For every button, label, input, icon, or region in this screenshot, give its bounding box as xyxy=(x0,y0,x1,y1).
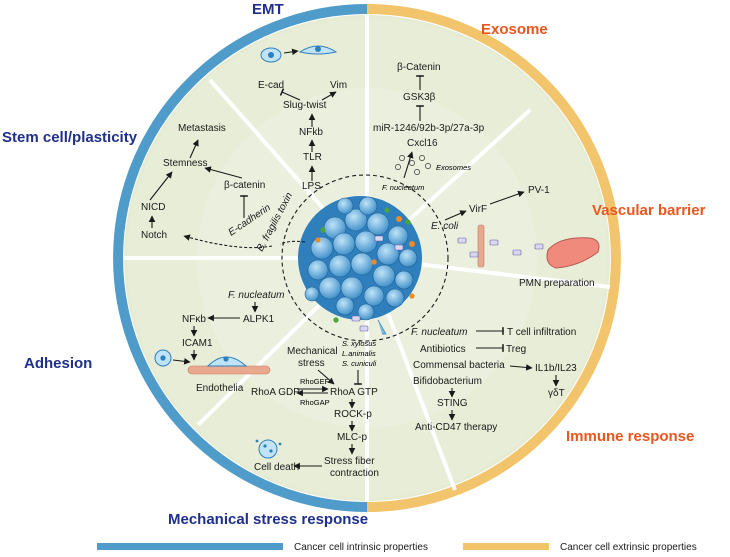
legend-extrinsic-swatch xyxy=(463,543,549,550)
exosome-panel: β-Catenin GSK3β miR-1246/92b-3p/27a-3p C… xyxy=(373,62,485,192)
mech-celldeath: Cell death xyxy=(254,462,299,473)
exo-gsk: GSK3β xyxy=(403,92,436,103)
vasc-ecoli: E. coli xyxy=(431,221,459,232)
mech-gtp: RhoA GTP xyxy=(330,387,378,398)
adhesion-icam1: ICAM1 xyxy=(182,338,213,349)
exo-fnuc: F. nucleatum xyxy=(382,183,424,192)
emt-vim: Vim xyxy=(330,80,347,91)
vascular-panel: E. coli VirF PV-1 PMN preparation xyxy=(431,185,600,289)
adhesion-panel: F. nucleatum NFκb ALPK1 ICAM1 Endothelia xyxy=(154,290,285,394)
liver-icon xyxy=(546,237,600,269)
mech-fiber1: Stress fiber xyxy=(324,456,375,467)
tumor-spheroid xyxy=(298,196,422,335)
mech-fiber2: contraction xyxy=(330,468,379,479)
imm-il: IL1b/IL23 xyxy=(535,363,577,374)
imm-gdt: γδT xyxy=(548,388,565,399)
mech-stress1: Mechanical xyxy=(287,346,338,357)
adhesion-alpk1: ALPK1 xyxy=(243,314,275,325)
vasc-pv1: PV-1 xyxy=(528,185,550,196)
adhesion-fnuc: F. nucleatum xyxy=(228,290,285,301)
mech-gap: RhoGAP xyxy=(300,398,330,407)
adhesion-nfkb: NFκb xyxy=(182,314,206,325)
emt-tlr: TLR xyxy=(303,152,322,163)
adhesion-endothelia: Endothelia xyxy=(196,383,244,394)
intrinsic-ring xyxy=(113,4,368,512)
mech-sanim: L.animalis xyxy=(342,349,376,358)
legend-extrinsic-label: Cancer cell extrinsic properties xyxy=(560,542,697,553)
exo-cxcl: Cxcl16 xyxy=(407,138,438,149)
imm-bifido: Bifidobacterium xyxy=(413,376,482,387)
section-title-stem: Stem cell/plasticity xyxy=(2,129,138,146)
mech-rock: ROCK-p xyxy=(334,409,372,420)
vasc-pmn: PMN preparation xyxy=(519,278,595,289)
imm-fnuc: F. nucleatum xyxy=(411,327,468,338)
mech-mlc: MLC-p xyxy=(337,432,367,443)
exo-bcat: β-Catenin xyxy=(397,62,441,73)
mech-stress2: stress xyxy=(298,358,325,369)
legend-intrinsic-label: Cancer cell intrinsic properties xyxy=(294,542,428,553)
stem-stemness: Stemness xyxy=(163,158,207,169)
stem-metastasis: Metastasis xyxy=(178,123,226,134)
emt-lps: LPS xyxy=(302,181,321,192)
imm-commensal: Commensal bacteria xyxy=(413,360,505,371)
stem-nicd: NICD xyxy=(141,202,165,213)
tumor-boundary xyxy=(281,174,449,342)
section-title-adhesion: Adhesion xyxy=(24,355,92,372)
mech-sxyl: S. xylosus xyxy=(342,339,376,348)
imm-sting: STING xyxy=(437,398,468,409)
emt-nfkb: NFkb xyxy=(299,127,323,138)
mech-gef: RhoGEF xyxy=(300,377,330,386)
section-title-exosome: Exosome xyxy=(481,21,548,38)
imm-cd47: Anti-CD47 therapy xyxy=(415,422,497,433)
legend: Cancer cell intrinsic properties Cancer … xyxy=(97,542,697,553)
mech-gdp: RhoA GDP xyxy=(251,387,300,398)
imm-tcell: T cell infiltration xyxy=(507,327,576,338)
legend-intrinsic-swatch xyxy=(97,543,283,550)
section-title-vascular: Vascular barrier xyxy=(592,202,706,219)
emt-slug: Slug-twist xyxy=(283,100,327,111)
section-title-emt: EMT xyxy=(252,1,284,18)
extrinsic-ring xyxy=(366,4,621,512)
immune-panel: F. nucleatum T cell infiltration Antibio… xyxy=(411,327,577,433)
section-title-mechanical: Mechanical stress response xyxy=(168,511,368,528)
mech-scun: S. cuniculi xyxy=(342,359,377,368)
emt-ecad: E-cad xyxy=(258,80,284,91)
exo-exos: Exosomes xyxy=(436,163,471,172)
stem-bcatenin: β-catenin xyxy=(224,180,265,191)
mechanical-panel: Mechanical stress S. xylosus L.animalis … xyxy=(251,339,379,479)
vasc-virf: VirF xyxy=(469,204,487,215)
exo-mir: miR-1246/92b-3p/27a-3p xyxy=(373,123,485,134)
imm-antibiotics: Antibiotics xyxy=(420,344,466,355)
dying-cell-icon xyxy=(258,439,278,459)
section-title-immune: Immune response xyxy=(566,428,694,445)
imm-treg: Treg xyxy=(506,344,526,355)
emt-panel: E-cad Vim Slug-twist NFkb TLR LPS xyxy=(258,45,347,192)
stem-notch: Notch xyxy=(141,230,167,241)
